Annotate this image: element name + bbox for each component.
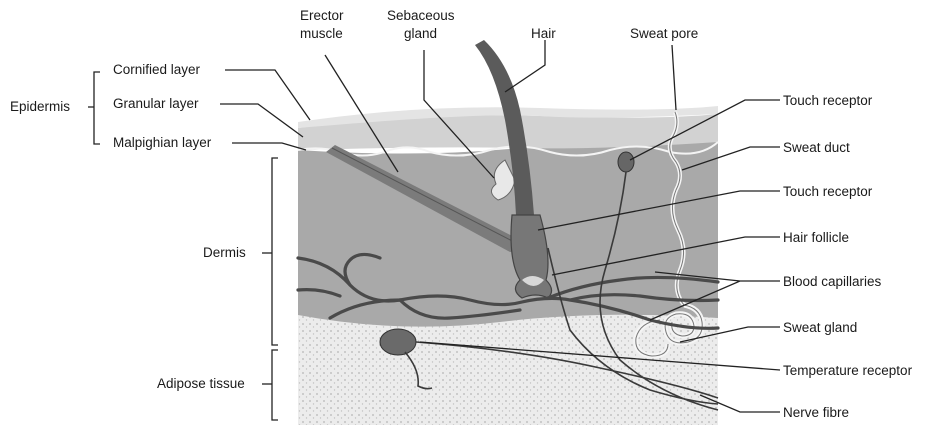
epidermis-bracket (94, 72, 100, 144)
adipose-bracket (272, 350, 278, 420)
granular-layer-leader (220, 104, 303, 137)
label-blood-capillaries: Blood capillaries (783, 274, 882, 289)
label-sweat-gland: Sweat gland (783, 320, 857, 335)
adipose-layer (298, 315, 718, 425)
malpighian-layer-leader (232, 143, 306, 150)
label-hair: Hair (531, 26, 556, 41)
label-touch-receptor-2: Touch receptor (783, 184, 873, 199)
label-hair-follicle: Hair follicle (783, 230, 849, 245)
label-dermis: Dermis (203, 245, 246, 260)
label-granular-layer: Granular layer (113, 96, 199, 111)
sweat-pore-leader (672, 45, 676, 110)
label-temperature-receptor: Temperature receptor (783, 363, 913, 378)
label-malpighian-layer: Malpighian layer (113, 135, 212, 150)
label-cornified-layer: Cornified layer (113, 62, 201, 77)
label-touch-receptor-1: Touch receptor (783, 93, 873, 108)
touch-receptor-upper-shape (618, 152, 634, 172)
label-sebaceous-gland-line1: Sebaceous (387, 8, 455, 23)
label-erector-muscle-line2: muscle (300, 26, 343, 41)
temperature-receptor-shape (380, 329, 416, 355)
label-sweat-pore: Sweat pore (630, 26, 698, 41)
label-adipose-tissue: Adipose tissue (157, 376, 245, 391)
label-epidermis: Epidermis (10, 99, 70, 114)
label-sebaceous-gland-line2: gland (404, 26, 437, 41)
dermis-bracket (272, 158, 278, 345)
label-erector-muscle-line1: Erector (300, 8, 344, 23)
label-sweat-duct: Sweat duct (783, 140, 850, 155)
cornified-layer-leader (225, 70, 310, 120)
label-nerve-fibre: Nerve fibre (783, 405, 849, 420)
